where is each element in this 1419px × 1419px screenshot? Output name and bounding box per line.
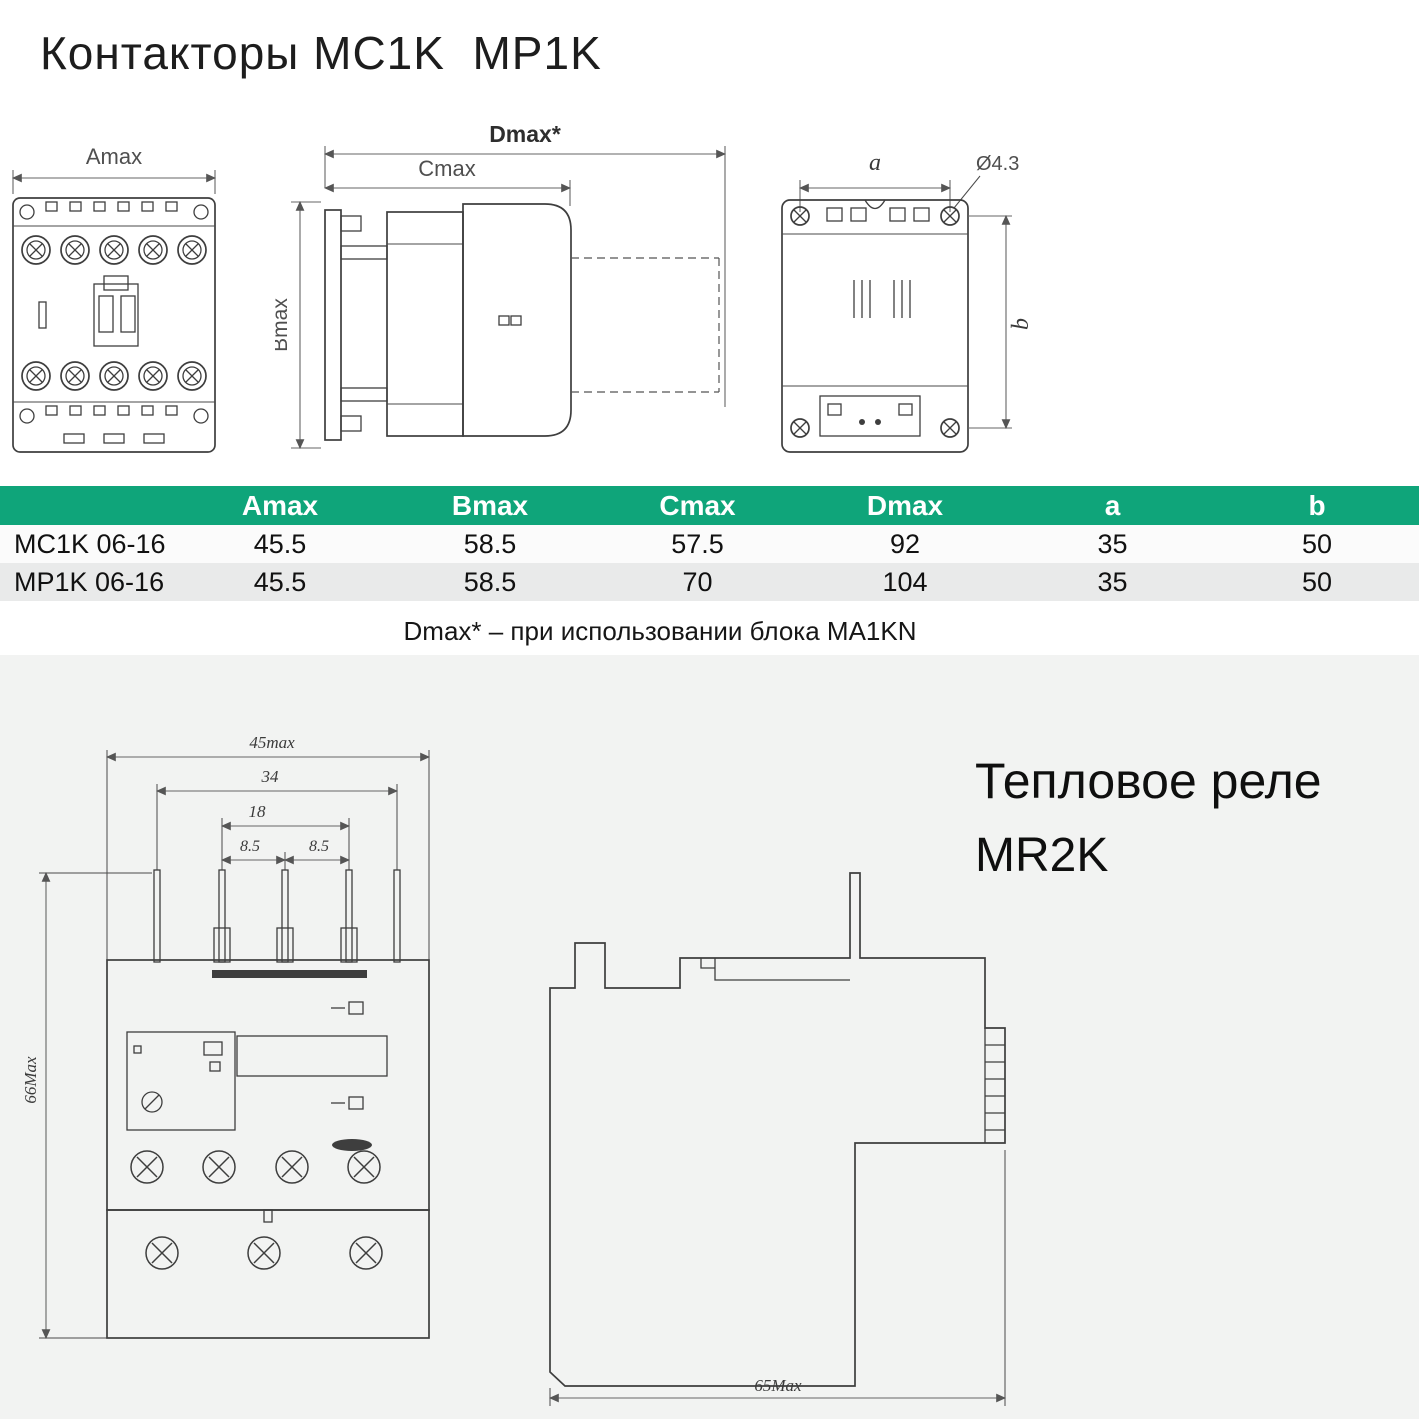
relay-title-line1: Тепловое реле [975,753,1322,809]
table-cell: 57.5 [595,525,800,563]
table-row: MC1K 06-16 45.5 58.5 57.5 92 35 50 [0,525,1419,563]
dimensions-table: Amax Bmax Cmax Dmax a b MC1K 06-16 45.5 … [0,486,1419,601]
contactor-rear-body [781,199,969,453]
dim-18-label: 18 [249,802,267,821]
dim-34-label: 34 [261,767,280,786]
table-cell: 50 [1215,563,1419,601]
relay-front-body [106,869,430,1339]
table-cell: 92 [800,525,1010,563]
table-header-cell: Amax [175,486,385,525]
relay-title: Тепловое реле MR2K [975,752,1322,883]
contactor-front-body [12,197,216,453]
dim-hole-dia-label: Ø4.3 [976,153,1019,175]
contactor-rear-view: a Ø4.3 b [781,150,1034,453]
dim-45max-label: 45max [249,733,295,752]
table-header-cell [0,486,175,525]
contactor-front-view: Amax [11,144,217,453]
dim-65max-label: 65Max [754,1376,802,1395]
table-cell: 35 [1010,563,1215,601]
table-header-cell: b [1215,486,1419,525]
relay-front-view: 45max 34 18 8.5 8.5 66Max [22,733,431,1340]
table-cell: 58.5 [385,563,595,601]
dim-85-left-label: 8.5 [240,838,260,855]
dim-85-right-label: 8.5 [309,838,329,855]
table-cell: 35 [1010,525,1215,563]
table-cell: 58.5 [385,525,595,563]
dim-66max-label: 66Max [22,1056,40,1104]
dim-b-label: b [1008,318,1034,330]
page-title: Контакторы MC1K MP1K [40,27,602,79]
dim-a-label: a [869,150,881,176]
relay-title-line2: MR2K [975,829,1109,882]
table-cell: 45.5 [175,563,385,601]
dim-amax-label: Amax [86,144,142,169]
table-header-cell: Cmax [595,486,800,525]
table-cell: 104 [800,563,1010,601]
table-header-cell: a [1010,486,1215,525]
dim-bmax-label: Bmax [275,298,292,352]
table-header-row: Amax Bmax Cmax Dmax a b [0,486,1419,525]
table-footnote: Dmax* – при использовании блока MA1KN [403,616,917,646]
table-cell-model: MC1K 06-16 [0,525,175,563]
table-cell: 45.5 [175,525,385,563]
table-row: MP1K 06-16 45.5 58.5 70 104 35 50 [0,563,1419,601]
table-header-cell: Bmax [385,486,595,525]
table-cell: 50 [1215,525,1419,563]
dim-cmax-label: Cmax [418,156,475,181]
table-cell: 70 [595,563,800,601]
contactor-side-body [324,203,720,441]
table-header-cell: Dmax [800,486,1010,525]
contactor-side-view: Dmax* Cmax Bmax [275,122,727,450]
relay-side-body [549,872,1006,1387]
dim-dmax-label: Dmax* [489,122,561,147]
table-cell-model: MP1K 06-16 [0,563,175,601]
relay-side-view: 65Max [548,872,1007,1406]
